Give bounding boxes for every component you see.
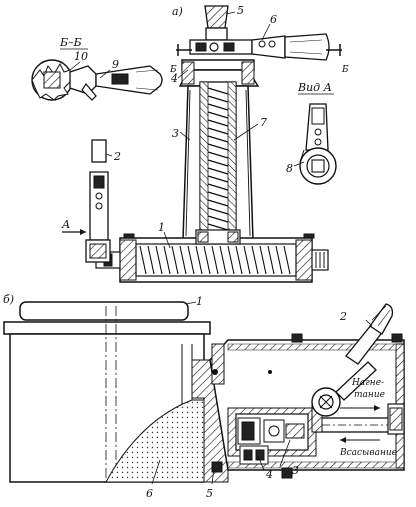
cut-mark-right: Б	[341, 65, 349, 75]
part-7-label: 7	[260, 116, 267, 129]
base-screw-assembly	[95, 229, 329, 283]
view-a: Вид А	[297, 81, 337, 185]
pump-lever	[345, 303, 394, 365]
part-5-label: 5	[237, 4, 244, 17]
view-arrow-label: А	[61, 218, 70, 231]
leaders-a	[69, 11, 305, 249]
cut-line-b: Б Б	[169, 44, 349, 75]
part-b5-label: 5	[206, 487, 213, 500]
pump-crank	[311, 361, 377, 417]
panel-a-label: а)	[172, 5, 183, 18]
part-2-label: 2	[113, 150, 121, 163]
part-3-label: 3	[172, 127, 179, 140]
panel-b-label: б)	[3, 293, 14, 306]
view-label: Вид А	[297, 81, 332, 94]
panel-a: а) Б Б	[31, 4, 349, 283]
part-b4-label: 4	[265, 468, 273, 481]
part-4-label: 4	[170, 72, 178, 85]
pump-bore	[227, 407, 317, 465]
pressure-label-2: тание	[354, 390, 385, 400]
housing-bolts	[211, 333, 403, 479]
suction-label: Всасывание	[339, 448, 397, 458]
cut-mark-left: Б	[169, 65, 177, 75]
part-1-label: 1	[158, 221, 165, 234]
lifting-screw	[199, 81, 237, 233]
part-b3-label: 3	[292, 464, 299, 477]
leaders-b	[151, 301, 373, 485]
panel-b: б)	[3, 293, 405, 500]
part-b2-label: 2	[339, 310, 347, 323]
part-6-label: 6	[270, 13, 277, 26]
ratchet-wrench-side: А	[61, 139, 111, 263]
screw-head	[204, 5, 229, 41]
piston-rod	[311, 401, 405, 435]
part-b6-label: 6	[146, 487, 153, 500]
pressure-label-1: Нагне-	[351, 378, 384, 388]
part-9-label: 9	[112, 58, 119, 71]
section-b-b: Б–Б	[31, 36, 163, 101]
part-b1-label: 1	[196, 295, 203, 308]
flow-arrows	[340, 405, 380, 443]
part-10-label: 10	[74, 50, 88, 63]
part-8-label: 8	[286, 162, 293, 175]
section-label: Б–Б	[59, 36, 82, 49]
lever-handle	[189, 33, 330, 61]
jack-cylinder	[3, 301, 229, 483]
